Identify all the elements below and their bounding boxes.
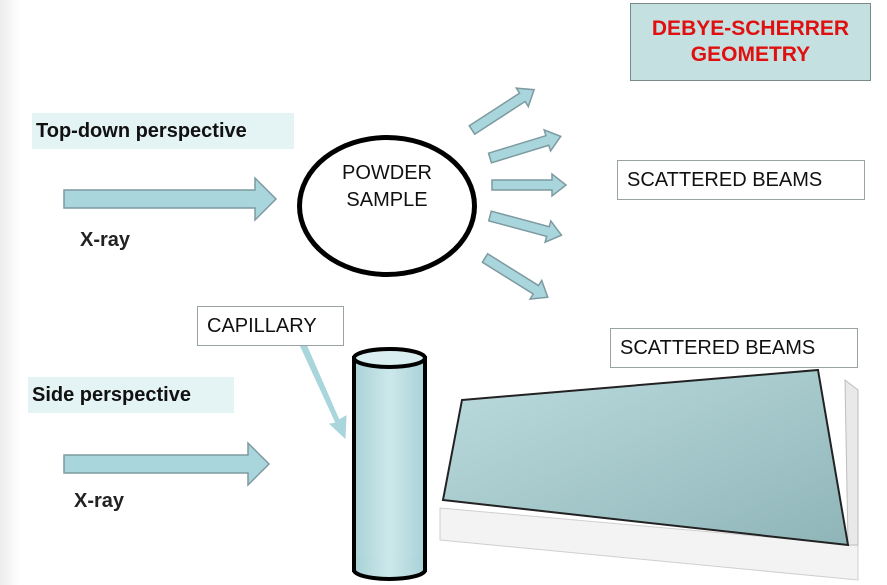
capillary-label: CAPILLARY — [197, 306, 344, 346]
scattered-beam-arrow-4 — [487, 210, 563, 244]
scattered-cone — [439, 368, 859, 581]
title-line-2: GEOMETRY — [690, 43, 811, 66]
title-line-1: DEBYE-SCHERRER — [651, 17, 850, 40]
left-edge-shade — [0, 0, 20, 585]
top-xray-arrow — [63, 176, 278, 222]
side-xray-label: X-ray — [74, 490, 125, 512]
side-perspective-label: Side perspective — [28, 377, 234, 413]
capillary-pointer-arrow — [299, 341, 347, 440]
diagram-title: DEBYE-SCHERRER GEOMETRY — [630, 3, 871, 81]
top-xray-label: X-ray — [80, 229, 131, 251]
scattered-beam-arrow-1 — [468, 87, 536, 136]
powder-sample-circle — [297, 135, 477, 277]
side-xray-arrow — [63, 441, 271, 487]
top-down-perspective-label: Top-down perspective — [32, 113, 294, 149]
scattered-beam-arrow-3 — [491, 172, 568, 198]
capillary-tube — [352, 347, 427, 581]
scattered-beam-arrow-2 — [487, 128, 562, 164]
top-scattered-beams-label: SCATTERED BEAMS — [617, 160, 865, 200]
scattered-beam-arrow-5 — [481, 252, 549, 301]
powder-sample-label: POWDER SAMPLE — [297, 160, 477, 214]
powder-sample-line-2: SAMPLE — [346, 189, 428, 211]
powder-sample-line-1: POWDER — [342, 162, 432, 184]
side-scattered-beams-label: SCATTERED BEAMS — [610, 328, 858, 368]
